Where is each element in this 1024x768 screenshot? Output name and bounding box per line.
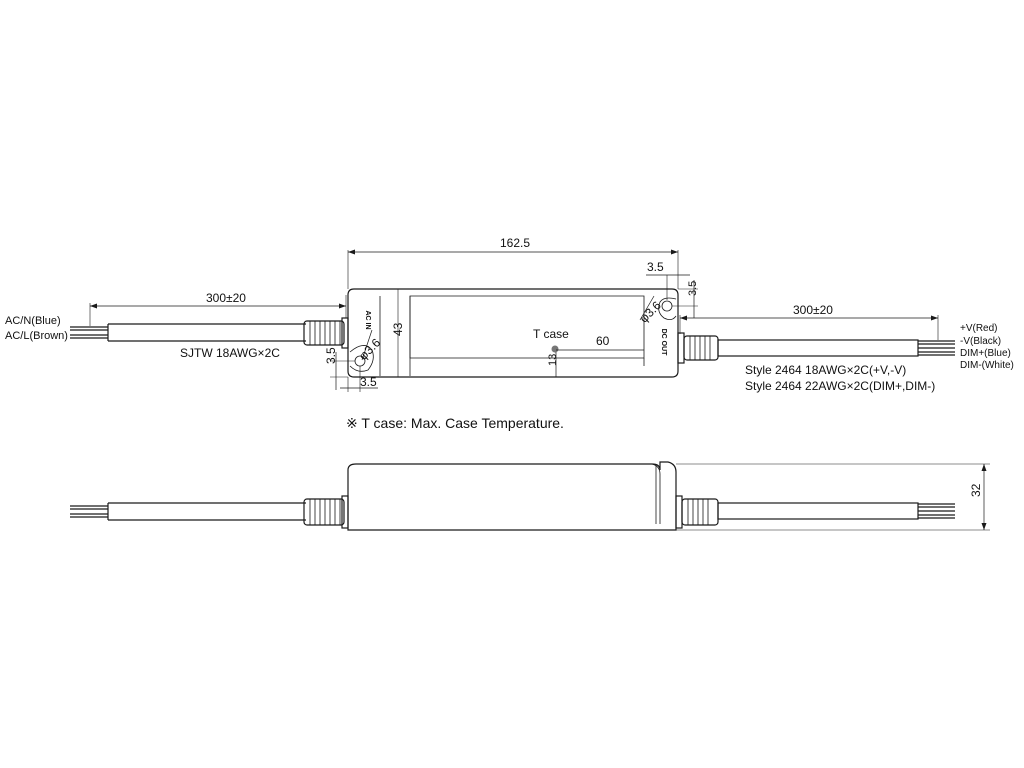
- wire-ac-n: AC/N(Blue): [5, 315, 61, 327]
- output-cable: [717, 339, 955, 357]
- output-spec-2: Style 2464 22AWG×2C(DIM+,DIM-): [745, 379, 935, 393]
- dim-width: 43: [391, 322, 405, 336]
- dim-height: 32: [969, 483, 983, 497]
- case-outline: [347, 288, 679, 378]
- tcase-label: T case: [533, 327, 569, 341]
- side-input-strain-relief: [303, 495, 349, 529]
- tcase-y-dim: 13: [547, 354, 559, 366]
- dc-out-label: DC OUT: [660, 329, 667, 357]
- dim-hole-right-x: 3.5: [647, 260, 664, 274]
- output-spec-1: Style 2464 18AWG×2C(+V,-V): [745, 363, 906, 377]
- side-output-strain-relief: [675, 495, 719, 529]
- dim-length: 162.5: [500, 236, 530, 250]
- dim-output-cable: 300±20: [793, 303, 833, 317]
- mounting-hole-left: [349, 345, 374, 372]
- top-view: φ3.6 φ3.6 AC IN DC OUT T case 60 13 43 1…: [5, 236, 1014, 393]
- dim-hole-left-x: 3.5: [360, 375, 377, 389]
- ac-in-label: AC IN: [364, 310, 371, 329]
- wire-out-4: DIM-(White): [960, 360, 1014, 371]
- tcase-note: ※ T case: Max. Case Temperature.: [346, 415, 564, 431]
- wire-out-2: -V(Black): [960, 336, 1001, 347]
- wire-out-3: DIM+(Blue): [960, 348, 1011, 359]
- dim-hole-left-y: 3.5: [324, 347, 338, 364]
- label-frame: [409, 295, 645, 359]
- tcase-point: [551, 345, 559, 353]
- input-cable: [70, 323, 306, 342]
- wire-ac-l: AC/L(Brown): [5, 330, 68, 342]
- mounting-hole-right: [658, 297, 677, 320]
- dim-input-cable: 300±20: [206, 291, 246, 305]
- hole-diameter-left: φ3.6: [356, 335, 383, 362]
- input-strain-relief: [303, 317, 349, 349]
- input-cable-spec: SJTW 18AWG×2C: [180, 346, 280, 360]
- dim-hole-right-y: 3.5: [687, 281, 699, 296]
- tcase-x-dim: 60: [596, 334, 610, 348]
- wire-out-1: +V(Red): [960, 323, 998, 334]
- side-view: 32: [70, 461, 990, 531]
- output-strain-relief: [677, 332, 719, 364]
- side-body: [347, 461, 677, 531]
